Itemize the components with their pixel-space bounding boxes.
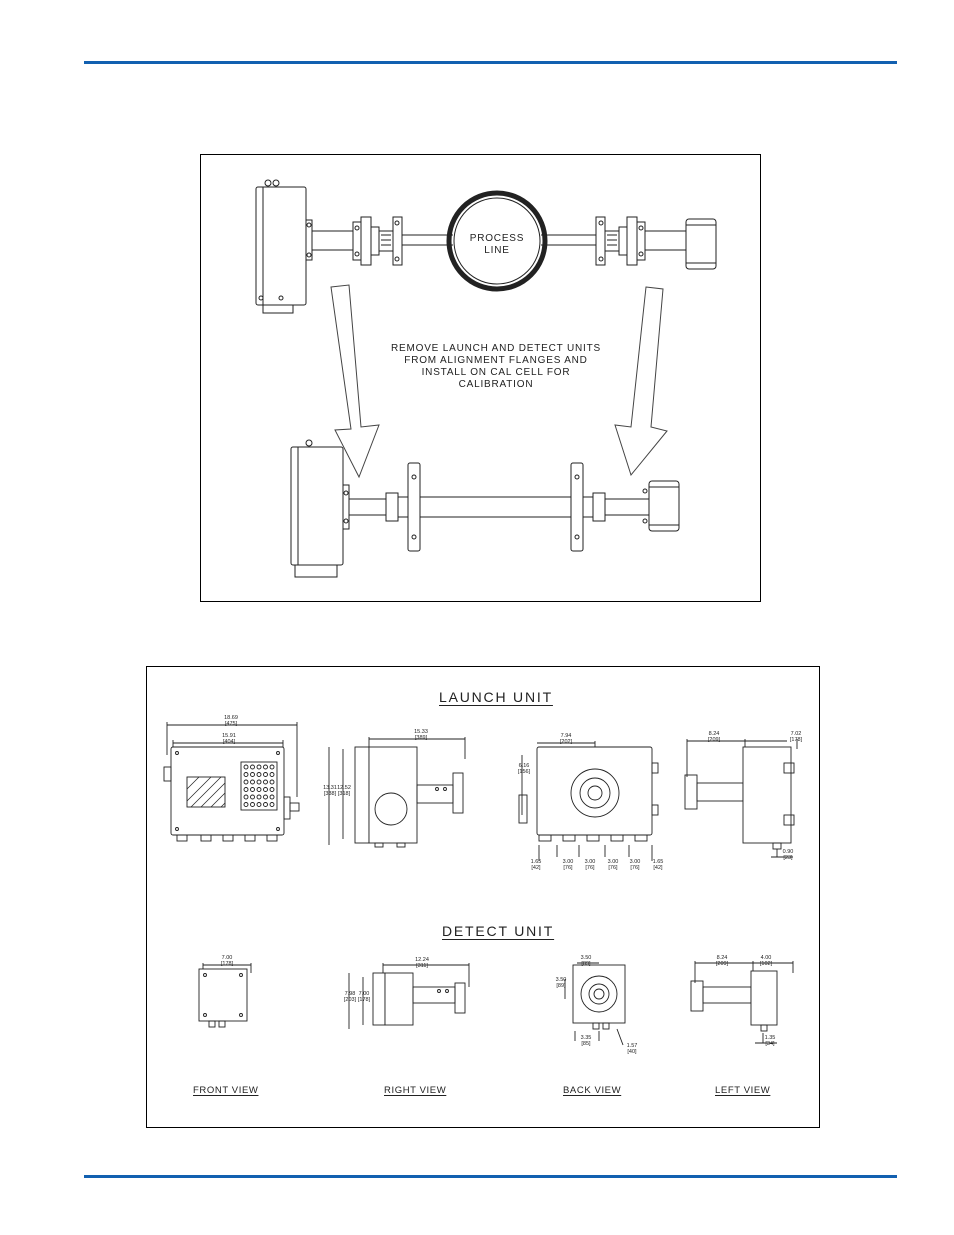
keypad-dot xyxy=(263,787,268,792)
keypad-dot xyxy=(243,764,249,770)
detect-front-view xyxy=(198,963,252,1028)
keypad-dot xyxy=(250,787,255,792)
keypad-dot xyxy=(243,794,249,800)
dim-launch-right-height-a: 13.31[338] xyxy=(323,785,337,797)
process-line-label-line1: PROCESS xyxy=(469,233,525,244)
process-line-label-line2: LINE xyxy=(484,245,510,256)
keypad-dot xyxy=(269,794,275,800)
keypad-dot xyxy=(256,779,262,785)
keypad-dot xyxy=(243,772,249,777)
back-view-label: BACK VIEW xyxy=(563,1085,622,1096)
detect-back-view xyxy=(564,962,626,1046)
keypad-dot xyxy=(243,787,249,792)
dim-launch-back-width: 7.94[202] xyxy=(559,733,573,745)
dim-detect-right-height-b: 7.00[178] xyxy=(357,991,371,1003)
dim-launch-left-depth: 8.24[209] xyxy=(707,731,721,743)
dim-detect-back-side: 3.50[89] xyxy=(555,977,567,989)
dim-launch-front-overall: 18.69[475] xyxy=(224,715,238,727)
keypad-dot xyxy=(263,779,268,785)
cal-cell-flange-left xyxy=(407,462,421,552)
launch-back-view xyxy=(518,741,659,861)
dim-launch-back-height: 6.16[156] xyxy=(517,763,531,775)
instruction-line: INSTALL ON CAL CELL FOR xyxy=(421,367,571,378)
process-line-pipe xyxy=(446,190,548,292)
right-view-label: RIGHT VIEW xyxy=(384,1085,447,1096)
detect-unit-on-cal-cell xyxy=(642,480,680,532)
dim-launch-back-spacing: 1.65[42] xyxy=(530,859,542,871)
header-rule xyxy=(84,61,897,64)
cal-cell-tube xyxy=(420,496,571,518)
dim-detect-back-bottom: 3.35[85] xyxy=(580,1035,592,1047)
calibration-instructions: REMOVE LAUNCH AND DETECT UNITS FROM ALIG… xyxy=(376,343,616,391)
keypad-dot xyxy=(250,779,255,785)
keypad-dot xyxy=(263,764,268,770)
keypad-dot xyxy=(269,802,275,807)
keypad-dots xyxy=(243,764,275,807)
keypad-dot xyxy=(263,802,268,807)
dim-launch-front-box: 15.91[404] xyxy=(222,733,236,745)
dim-launch-back-spacing: 3.00[76] xyxy=(584,859,596,871)
front-view-label: FRONT VIEW xyxy=(193,1085,259,1096)
keypad-dot xyxy=(250,794,255,800)
launch-left-view xyxy=(684,739,798,858)
instruction-line: REMOVE LAUNCH AND DETECT UNITS xyxy=(391,343,601,354)
dim-detect-back-top: 3.50[89] xyxy=(580,955,592,967)
dim-detect-front-width: 7.00[178] xyxy=(220,955,234,967)
launch-unit-installed xyxy=(255,179,313,314)
dim-detect-left-depth: 8.24[209] xyxy=(715,955,729,967)
dim-launch-left-box: 7.02[178] xyxy=(789,731,803,743)
dim-detect-right-height-a: 7.98[203] xyxy=(343,991,357,1003)
keypad-dot xyxy=(269,779,275,785)
dimension-drawing xyxy=(163,722,798,1046)
launch-front-view xyxy=(163,722,300,842)
left-removal-arrow xyxy=(330,284,380,479)
keypad-dot xyxy=(269,787,275,792)
detect-right-view xyxy=(348,963,470,1029)
left-view-label: LEFT VIEW xyxy=(715,1085,771,1096)
dim-launch-left-small: 0.90[23] xyxy=(782,849,794,861)
launch-right-view xyxy=(328,737,466,848)
dim-detect-right-depth: 12.24[311] xyxy=(415,957,429,969)
keypad-dot xyxy=(256,787,262,792)
keypad-dot xyxy=(256,794,262,800)
instruction-line: CALIBRATION xyxy=(458,379,534,390)
right-alignment-flange xyxy=(595,216,646,266)
dim-launch-right-depth: 15.33[389] xyxy=(414,729,428,741)
keypad-dot xyxy=(263,772,268,777)
keypad-dot xyxy=(256,772,262,777)
keypad-dot xyxy=(243,802,249,807)
dim-launch-back-spacing: 3.00[76] xyxy=(607,859,619,871)
keypad-dot xyxy=(269,764,275,770)
right-removal-arrow xyxy=(614,286,668,477)
keypad-dot xyxy=(256,802,262,807)
detect-unit-installed xyxy=(685,218,717,270)
keypad-dot xyxy=(269,772,275,777)
cal-cell-flange-right xyxy=(570,462,584,552)
dim-launch-right-height-b: 12.52[318] xyxy=(337,785,351,797)
keypad-dot xyxy=(263,794,268,800)
detect-unit-heading: DETECT UNIT xyxy=(442,923,555,939)
footer-rule xyxy=(84,1175,897,1178)
dim-launch-back-spacing: 3.00[76] xyxy=(562,859,574,871)
dim-detect-left-small: 1.35[34] xyxy=(764,1035,776,1047)
process-line-label: PROCESS LINE xyxy=(447,233,547,257)
launch-unit-heading: LAUNCH UNIT xyxy=(439,689,553,705)
dim-launch-back-spacing: 1.65[42] xyxy=(652,859,664,871)
keypad-dot xyxy=(250,772,255,777)
detect-left-view xyxy=(690,961,794,1044)
instruction-line: FROM ALIGNMENT FLANGES AND xyxy=(404,355,588,366)
calibration-diagram: PROCESS LINE REMOVE LAUNCH AND DETECT UN… xyxy=(200,154,761,602)
calibration-drawing xyxy=(255,179,717,578)
keypad-dot xyxy=(243,779,249,785)
launch-unit-on-cal-cell xyxy=(290,439,350,578)
keypad-dot xyxy=(250,764,255,770)
dim-detect-left-box: 4.00[102] xyxy=(759,955,773,967)
dim-detect-back-offset: 1.57[40] xyxy=(626,1043,638,1055)
dimension-diagram: LAUNCH UNIT DETECT UNIT FRONT VIEW RIGHT… xyxy=(146,666,820,1128)
keypad-dot xyxy=(250,802,255,807)
keypad-dot xyxy=(256,764,262,770)
dim-launch-back-spacing: 3.00[76] xyxy=(629,859,641,871)
left-alignment-flange xyxy=(352,216,403,266)
